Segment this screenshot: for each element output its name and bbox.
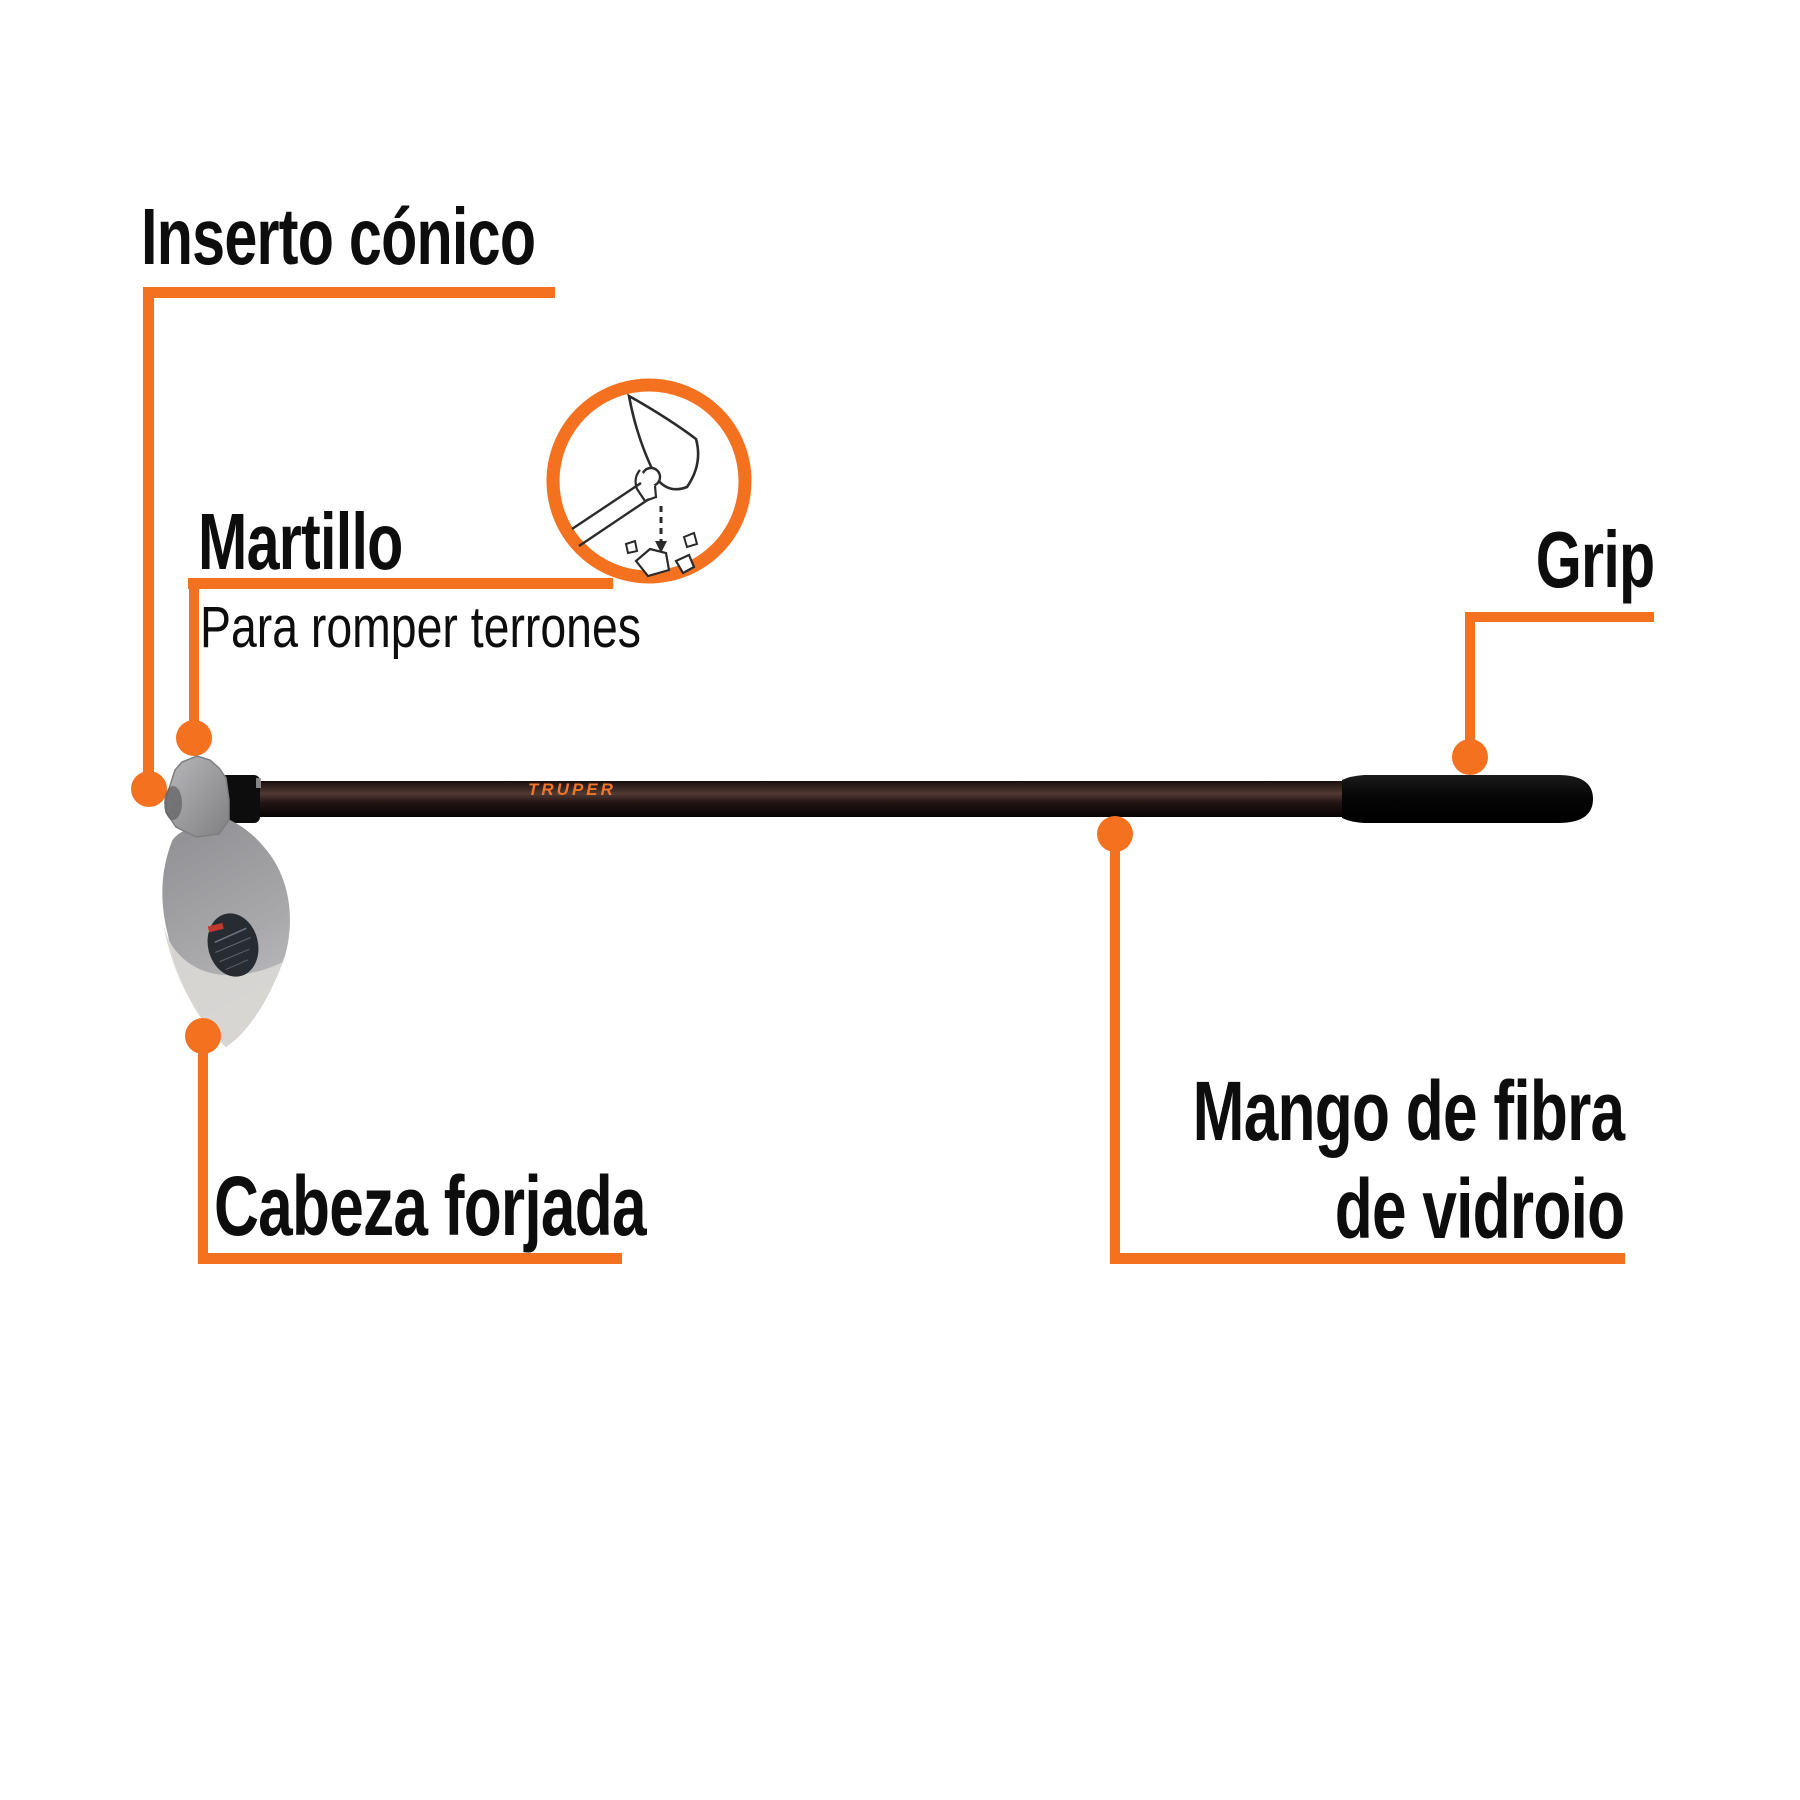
icon-handle-line-top — [571, 482, 642, 530]
label-cabeza-forjada: Cabeza forjada — [214, 1159, 647, 1253]
hammer-breaking-clods-icon — [546, 378, 752, 584]
label-inserto-conico: Inserto cónico — [141, 192, 536, 281]
callout-dot-grip — [1452, 739, 1488, 775]
socket-opening-shadow — [164, 786, 182, 820]
callout-line-mango-horizontal — [1110, 1253, 1625, 1264]
icon-clod-large — [634, 547, 671, 578]
icon-arrow-head — [655, 541, 667, 553]
icon-hoe-collar — [634, 469, 658, 503]
icon-clod-medium — [674, 553, 696, 575]
callout-line-inserto-horizontal — [143, 287, 555, 298]
callout-dot-martillo — [176, 720, 212, 756]
icon-clod-small-right — [682, 531, 699, 549]
icon-handle-line-bottom — [578, 498, 650, 547]
blade-sticker — [207, 913, 259, 977]
callout-line-cabeza-horizontal — [198, 1253, 622, 1264]
callout-dot-cabeza — [185, 1018, 221, 1054]
label-martillo-sub: Para romper terrones — [200, 595, 641, 660]
callout-line-mango-vertical — [1110, 846, 1120, 1258]
label-grip: Grip — [1535, 515, 1654, 604]
callout-dot-inserto — [131, 771, 167, 807]
callout-line-cabeza-vertical — [198, 1050, 208, 1264]
hoe-socket-hammer — [165, 755, 230, 838]
label-mango-line1: Mango de fibra — [1192, 1064, 1624, 1158]
icon-clod-small-left — [624, 539, 639, 555]
icon-hoe-blade — [627, 393, 700, 491]
label-mango-line2: de vidroio — [1334, 1162, 1624, 1256]
hoe-blade-edge — [164, 928, 283, 1047]
garden-hoe-image: TRUPER — [162, 755, 1593, 1047]
handle-grip — [1342, 775, 1593, 823]
callout-line-martillo-vertical — [189, 578, 199, 724]
label-martillo: Martillo — [198, 497, 403, 586]
callout-line-inserto-vertical — [143, 287, 154, 773]
callout-line-martillo-underline — [188, 578, 613, 589]
brand-text: TRUPER — [528, 780, 616, 799]
handle-shaft — [252, 781, 1352, 817]
callout-line-grip-horizontal — [1467, 612, 1654, 622]
callout-line-grip-vertical — [1465, 612, 1475, 744]
collar-highlight — [256, 778, 261, 788]
hoe-collar — [220, 775, 260, 823]
